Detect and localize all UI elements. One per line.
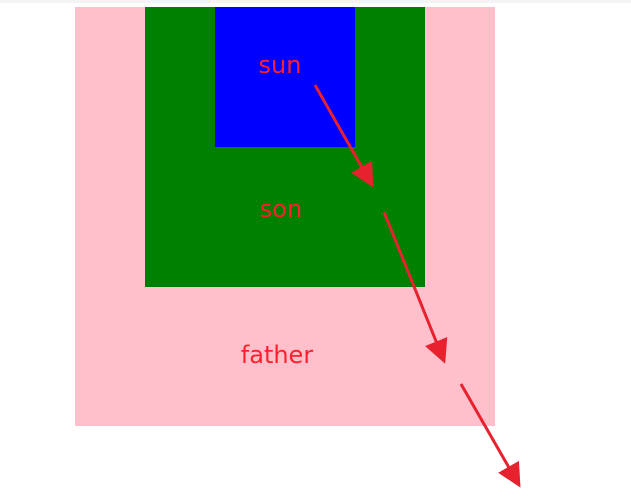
top-divider	[0, 0, 631, 3]
father-label: father	[240, 341, 314, 369]
sun-label: sun	[258, 51, 302, 79]
son-label: son	[259, 195, 303, 223]
